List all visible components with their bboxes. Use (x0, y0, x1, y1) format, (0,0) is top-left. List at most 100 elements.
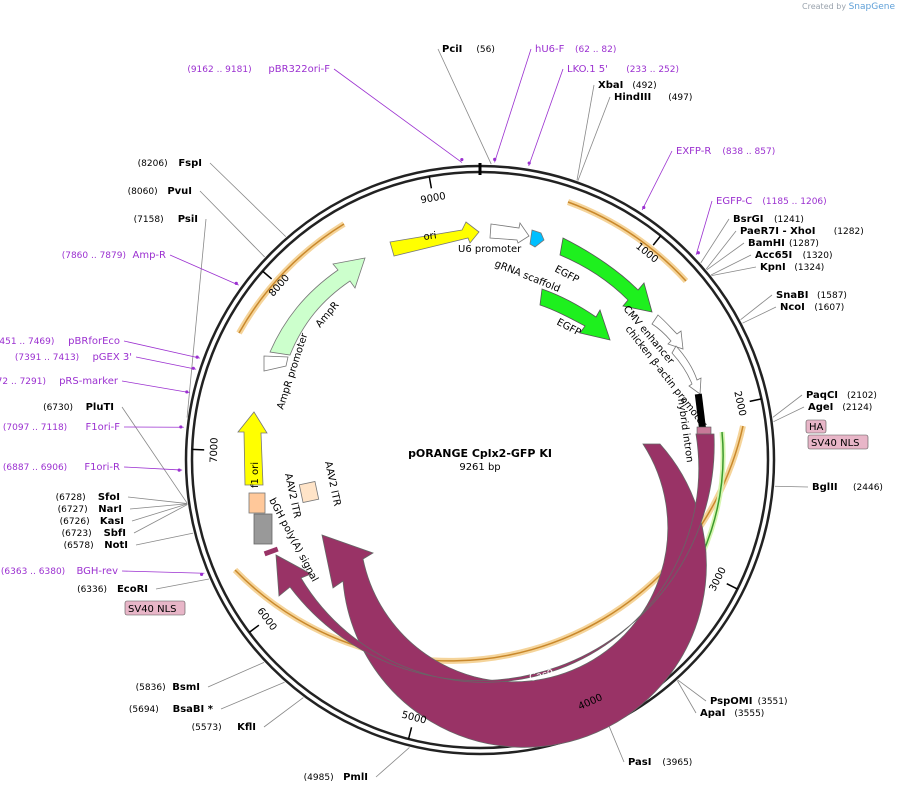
primer-pbr322ori-f-label: pBR322ori-F(9162 .. 9181) (187, 64, 330, 75)
primer-site-mark (185, 390, 189, 394)
enzyme-name: SfoI (98, 492, 120, 503)
enzyme-position: (3965) (662, 758, 692, 768)
enzyme-nari-label: NarI(6727) (58, 504, 122, 515)
enzyme-position: (6723) (62, 529, 92, 539)
tick-6000 (248, 624, 260, 633)
enzyme-name: XbaI (598, 80, 623, 91)
f1-ori-arrow (237, 411, 268, 486)
primer-range: (1185 .. 1206) (762, 197, 826, 207)
enzyme-name: KflI (237, 722, 256, 733)
ha-box (805, 419, 827, 434)
enzyme-sbfi-label: SbfI (6723) (62, 528, 126, 539)
enzyme-position: (7158) (134, 215, 164, 225)
primer-site-mark (191, 366, 195, 370)
primer-hu6-f-label: hU6-F(62 .. 82) (535, 44, 616, 55)
enzyme-name: NarI (98, 504, 122, 515)
enzyme-position: (4985) (304, 773, 334, 783)
primer-exfp-r-label: EXFP-R(838 .. 857) (676, 146, 775, 157)
bgh-polya-bar (253, 513, 273, 545)
primer-lko-1-5--label: LKO.1 5'(233 .. 252) (567, 64, 679, 75)
enzyme-leader-line (706, 242, 745, 271)
enzyme-sfoi-label: SfoI (6728) (56, 492, 120, 503)
enzyme-xbai-label: XbaI (492) (598, 80, 657, 91)
enzyme-kfli-label: KflI(5573) (192, 722, 256, 733)
enzyme-leader-line (263, 697, 304, 728)
tick-label-7000: 7000 (209, 437, 221, 463)
tick-2000 (749, 398, 762, 403)
amp-arrow (269, 257, 366, 356)
primer-leader-line (135, 356, 197, 370)
enzyme-leader-line (608, 726, 625, 763)
tick-5000 (407, 727, 413, 740)
primer-f1ori-f-label: F1ori-F(7097 .. 7118) (3, 422, 120, 433)
enzyme-pasi-label: PasI (3965) (628, 757, 692, 768)
enzyme-leader-line (121, 406, 188, 504)
enzyme-position: (6728) (56, 493, 86, 503)
primer-leader-line (695, 200, 713, 255)
enzyme-name: KasI (100, 516, 124, 527)
primer-leader-line (528, 68, 564, 167)
feature-label-u6: U6 promoter (458, 244, 522, 255)
primer-range: (7097 .. 7118) (3, 423, 67, 433)
enzyme-position: (1282) (834, 227, 864, 237)
enzyme-name: SbfI (104, 528, 126, 539)
enzyme-bsmi-label: BsmI(5836) (136, 682, 200, 693)
plasmid-length: 9261 bp (459, 462, 500, 473)
enzyme-leader-line (676, 680, 697, 714)
enzyme-name: PciI (442, 44, 462, 55)
enzyme-position: (8206) (138, 159, 168, 169)
feature-label-grna: gRNA scaffold (493, 259, 562, 295)
enzyme-name: BamHI (748, 238, 785, 249)
primer-name: pBRforEco (68, 336, 120, 347)
enzyme-name: PspOMI (710, 696, 752, 707)
primer-site-mark (199, 572, 204, 577)
aav2-itr-1 (248, 492, 266, 514)
enzyme-name: PsiI (178, 214, 198, 225)
tick-label-2000: 2000 (731, 390, 747, 417)
enzyme-position: (8060) (128, 187, 158, 197)
enzyme-leader-line (705, 230, 737, 270)
enzyme-pluti-label: PluTI(6730) (43, 402, 114, 413)
primer-range: (7860 .. 7879) (62, 251, 126, 261)
enzyme-name: PluTI (86, 402, 114, 413)
primer-name: pRS-marker (59, 376, 119, 387)
enzyme-position: (5836) (136, 683, 166, 693)
enzyme-leader-line (220, 681, 285, 710)
enzyme-position: (1324) (794, 263, 824, 273)
enzyme-name: NotI (104, 540, 128, 551)
tick-label-3000: 3000 (708, 566, 729, 594)
primer-name: Amp-R (133, 250, 167, 261)
u6-promoter-arrow (489, 221, 530, 244)
primer-range: (6887 .. 6906) (3, 463, 67, 473)
enzyme-leader-line (186, 218, 207, 418)
primer-name: pBR322ori-F (268, 64, 330, 75)
primer-range: (7451 .. 7469) (0, 337, 54, 347)
sv40-nls-label-right: SV40 NLS (811, 438, 860, 449)
feature-label-ori: ori (423, 230, 437, 243)
enzyme-agei-label: AgeI(2124) (808, 402, 872, 413)
primer-leader-line (169, 254, 239, 286)
primer-leader-line (121, 380, 190, 393)
primer-range: (838 .. 857) (722, 147, 775, 157)
enzyme-noti-label: NotI(6578) (64, 540, 128, 551)
plasmid-name: pORANGE Cplx2-GFP KI (408, 447, 552, 460)
enzyme-position: (56) (476, 45, 494, 55)
enzyme-paqci-label: PaqCI(2102) (806, 390, 877, 401)
ha-box-label: HA (809, 422, 824, 433)
enzyme-leader-line (133, 504, 188, 534)
egfp-arrow-1 (559, 237, 653, 313)
enzyme-position: (492) (632, 81, 656, 91)
enzyme-name: ApaI (700, 708, 725, 719)
cas9-arrow-outer (275, 433, 715, 683)
enzyme-leader-line (710, 254, 752, 276)
enzyme-name: PasI (628, 757, 651, 768)
sv40-nls-inner-bar (263, 546, 279, 557)
enzyme-ncoi-label: NcoI(1607) (780, 302, 844, 313)
tick-1000 (652, 235, 662, 246)
primer-site-mark (696, 251, 700, 255)
primer-site-mark (234, 281, 238, 285)
amp-promoter-arrow (263, 355, 289, 372)
enzyme-pmli-label: PmlI(4985) (304, 772, 368, 783)
enzyme-position: (3551) (758, 697, 788, 707)
enzyme-bsrgi-label: BsrGI(1241) (733, 214, 804, 225)
